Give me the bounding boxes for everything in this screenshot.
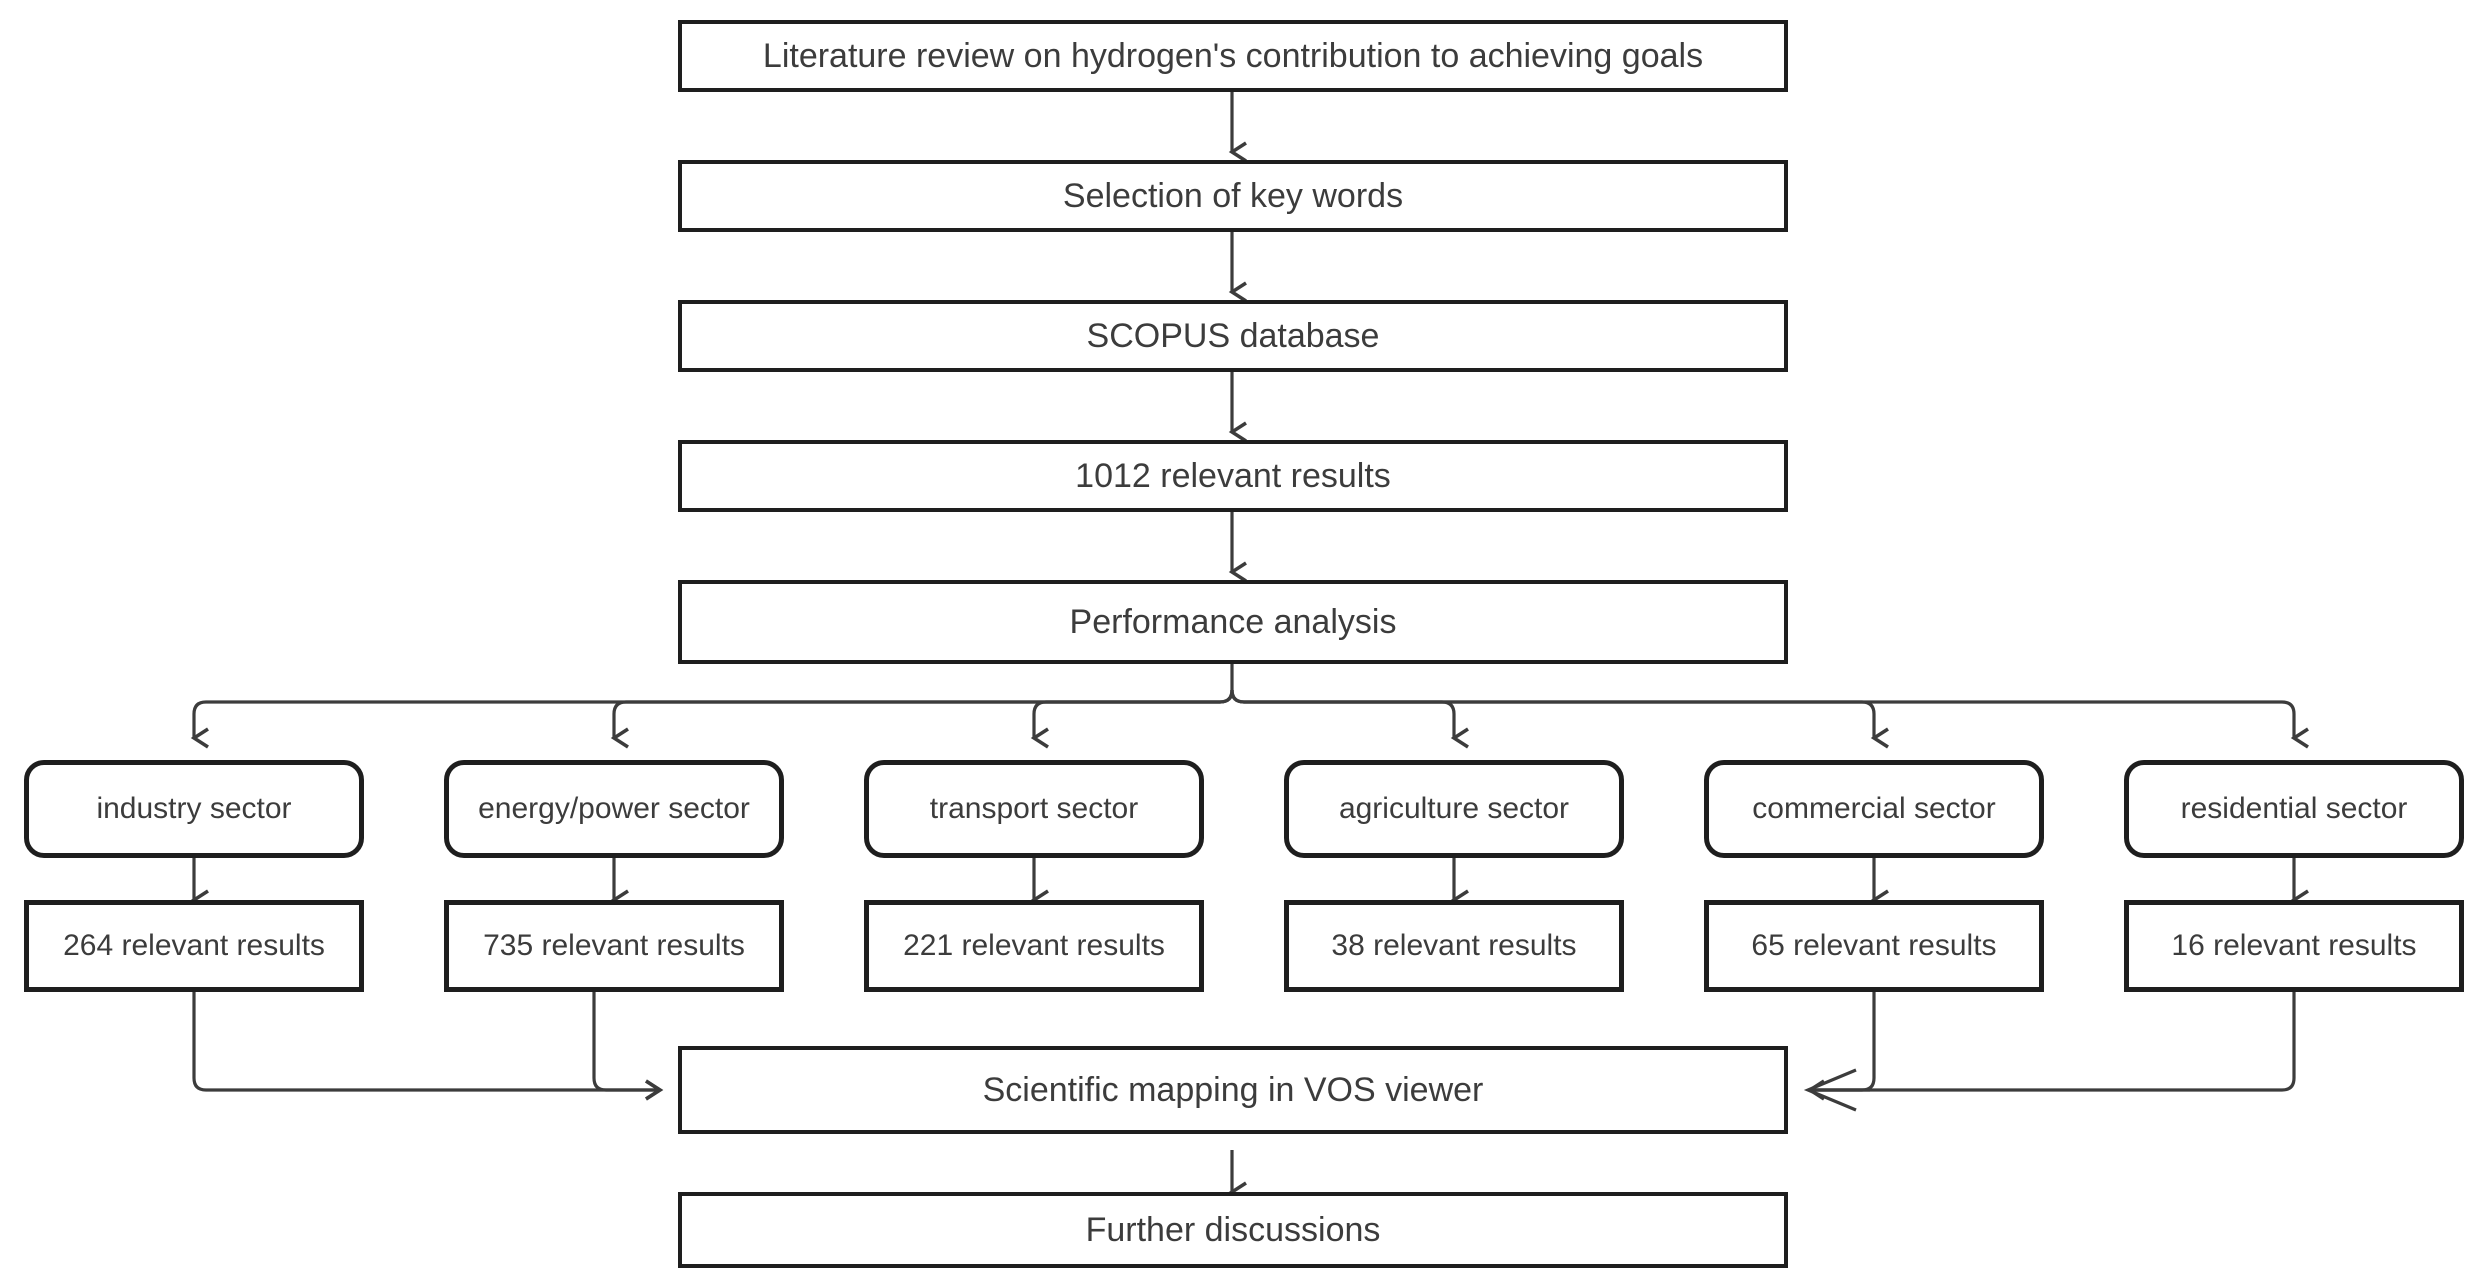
node-results-energy-power[interactable]: 735 relevant results bbox=[444, 900, 784, 992]
node-results-industry-label: 264 relevant results bbox=[63, 929, 325, 962]
node-sector-residential[interactable]: residential sector bbox=[2124, 760, 2464, 858]
node-further-discussions[interactable]: Further discussions bbox=[678, 1192, 1788, 1268]
node-sector-transport[interactable]: transport sector bbox=[864, 760, 1204, 858]
node-results-agriculture[interactable]: 38 relevant results bbox=[1284, 900, 1624, 992]
node-scopus-database[interactable]: SCOPUS database bbox=[678, 300, 1788, 372]
node-performance-analysis-label: Performance analysis bbox=[1069, 602, 1397, 641]
node-results-transport-label: 221 relevant results bbox=[903, 929, 1165, 962]
node-sector-agriculture[interactable]: agriculture sector bbox=[1284, 760, 1624, 858]
edge-branch-commercial bbox=[1230, 689, 1889, 749]
edge-branch-industry bbox=[190, 689, 1234, 749]
node-performance-analysis[interactable]: Performance analysis bbox=[678, 580, 1788, 664]
node-sector-energy-power-label: energy/power sector bbox=[478, 792, 750, 825]
edge-industry-to-mapping bbox=[192, 992, 664, 1101]
node-sector-agriculture-label: agriculture sector bbox=[1338, 792, 1570, 825]
edge-branch-residential bbox=[1230, 689, 2309, 749]
arrowhead-into-mapping-right bbox=[1803, 1068, 1857, 1112]
node-results-transport[interactable]: 221 relevant results bbox=[864, 900, 1204, 992]
node-sector-commercial-label: commercial sector bbox=[1752, 792, 1996, 825]
edge-branch-agriculture bbox=[1230, 689, 1469, 749]
edge-commercial-to-mapping bbox=[1806, 992, 1876, 1101]
node-sector-industry-label: industry sector bbox=[96, 792, 292, 825]
node-scientific-mapping[interactable]: Scientific mapping in VOS viewer bbox=[678, 1046, 1788, 1134]
node-results-industry[interactable]: 264 relevant results bbox=[24, 900, 364, 992]
node-results-residential[interactable]: 16 relevant results bbox=[2124, 900, 2464, 992]
node-sector-industry[interactable]: industry sector bbox=[24, 760, 364, 858]
node-sector-transport-label: transport sector bbox=[929, 792, 1139, 825]
node-literature-review[interactable]: Literature review on hydrogen's contribu… bbox=[678, 20, 1788, 92]
node-sector-commercial[interactable]: commercial sector bbox=[1704, 760, 2044, 858]
node-scientific-mapping-label: Scientific mapping in VOS viewer bbox=[982, 1070, 1484, 1109]
node-key-words[interactable]: Selection of key words bbox=[678, 160, 1788, 232]
node-results-commercial[interactable]: 65 relevant results bbox=[1704, 900, 2044, 992]
edge-residential-to-mapping bbox=[1810, 992, 2296, 1092]
node-scopus-database-label: SCOPUS database bbox=[1086, 316, 1380, 355]
node-key-words-label: Selection of key words bbox=[1062, 176, 1404, 215]
node-results-agriculture-label: 38 relevant results bbox=[1331, 929, 1577, 962]
node-literature-review-label: Literature review on hydrogen's contribu… bbox=[762, 36, 1704, 75]
edge-energy-to-mapping bbox=[592, 992, 664, 1101]
node-results-residential-label: 16 relevant results bbox=[2171, 929, 2417, 962]
node-results-commercial-label: 65 relevant results bbox=[1751, 929, 1997, 962]
node-relevant-results-label: 1012 relevant results bbox=[1075, 456, 1391, 495]
edge-branch-energy bbox=[610, 689, 1234, 749]
node-further-discussions-label: Further discussions bbox=[1085, 1210, 1381, 1249]
node-sector-energy-power[interactable]: energy/power sector bbox=[444, 760, 784, 858]
edge-branch-transport bbox=[1030, 689, 1234, 749]
node-results-energy-power-label: 735 relevant results bbox=[483, 929, 745, 962]
node-sector-residential-label: residential sector bbox=[2180, 792, 2408, 825]
node-relevant-results[interactable]: 1012 relevant results bbox=[678, 440, 1788, 512]
